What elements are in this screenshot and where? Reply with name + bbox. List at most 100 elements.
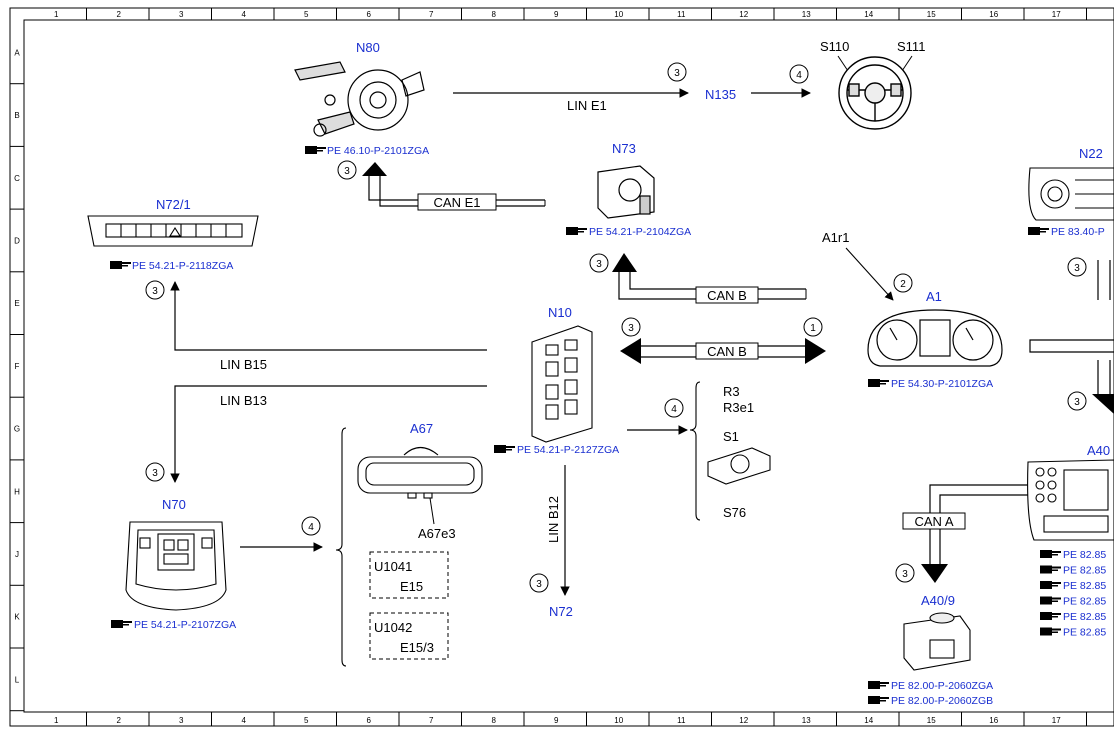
grid-row-label: J	[15, 550, 19, 559]
grid-column-label: 3	[179, 716, 184, 725]
grid-column-label: 8	[492, 716, 497, 725]
u1042-label: U1042	[374, 620, 412, 635]
n73-ref: PE 54.21-P-2104ZGA	[589, 226, 691, 238]
grid-row-label: C	[14, 174, 20, 183]
a40-ref: PE 82.85	[1063, 580, 1106, 592]
a40-ref: PE 82.85	[1063, 549, 1106, 561]
grid-column-label: 1	[54, 716, 59, 725]
grid-column-label: 13	[802, 10, 811, 19]
grid-row-label: B	[14, 111, 19, 120]
a40-9-ref-2: PE 82.00-P-2060ZGB	[891, 695, 993, 707]
a1-label: A1	[926, 289, 942, 304]
u1041-label: U1041	[374, 559, 412, 574]
u1041-sub: E15	[400, 579, 423, 594]
n80-ref: PE 46.10-P-2101ZGA	[327, 145, 429, 157]
svg-text:4: 4	[671, 404, 677, 415]
can-b-main-bus: CAN B	[620, 338, 826, 364]
lin-b15-label: LIN B15	[220, 357, 267, 372]
can-b-upper-label: CAN B	[707, 288, 747, 303]
grid-column-label: 4	[242, 716, 247, 725]
svg-text:3: 3	[152, 468, 158, 479]
svg-text:2: 2	[900, 279, 906, 290]
grid-column-label: 1	[54, 10, 59, 19]
u1041-box: U1041 E15	[369, 551, 449, 599]
callout-can-b-up: 3	[589, 253, 609, 273]
can-b-upper-bus: CAN B	[612, 253, 807, 304]
n135-label: N135	[705, 87, 736, 102]
r3e1-label: R3e1	[723, 400, 754, 415]
grid-column-label: 6	[367, 10, 372, 19]
n80-label: N80	[356, 40, 380, 55]
can-a-bus: CAN A	[902, 484, 1030, 583]
n72-1-label: N72/1	[156, 197, 191, 212]
n70-label: N70	[162, 497, 186, 512]
callout-n72: 3	[529, 573, 549, 593]
u1042-sub: E15/3	[400, 640, 434, 655]
grid-column-label: 5	[304, 716, 309, 725]
a40-9-label: A40/9	[921, 593, 955, 608]
callout-switches: 4	[664, 398, 684, 418]
grid-column-label: 10	[614, 10, 623, 19]
grid-column-label: 8	[492, 10, 497, 19]
svg-text:3: 3	[596, 259, 602, 270]
s110-label: S110	[820, 39, 849, 54]
grid-column-label: 9	[554, 10, 559, 19]
callout-steering: 4	[789, 64, 809, 84]
n22-ref: PE 83.40-P	[1051, 226, 1105, 238]
n22-label: N22	[1079, 146, 1103, 161]
grid-column-label: 14	[864, 716, 873, 725]
lin-b13-label: LIN B13	[220, 393, 267, 408]
grid-column-label: 15	[927, 10, 936, 19]
a40-label: A40	[1087, 443, 1110, 458]
s76-label: S76	[723, 505, 746, 520]
grid-column-label: 2	[117, 10, 122, 19]
n70-ref: PE 54.21-P-2107ZGA	[134, 619, 236, 631]
can-e1-label: CAN E1	[434, 195, 481, 210]
svg-text:3: 3	[674, 68, 680, 79]
callout-n135: 3	[667, 62, 687, 82]
grid-column-ticks: 1122334455667788991010111112121313141415…	[54, 8, 1087, 726]
grid-column-label: 14	[864, 10, 873, 19]
a40-9-illustration	[903, 612, 971, 671]
s1-label: S1	[723, 429, 739, 444]
n80-illustration	[294, 61, 425, 137]
grid-row-label: F	[15, 362, 20, 371]
grid-column-label: 12	[739, 10, 748, 19]
switches-brace	[689, 381, 701, 521]
a67-label: A67	[410, 421, 433, 436]
grid-row-label: D	[14, 236, 20, 245]
n10-ref: PE 54.21-P-2127ZGA	[517, 444, 619, 456]
lin-e1-label: LIN E1	[567, 98, 607, 113]
svg-text:3: 3	[1074, 397, 1080, 408]
grid-column-label: 4	[242, 10, 247, 19]
grid-column-label: 11	[677, 10, 686, 19]
svg-text:4: 4	[308, 522, 314, 533]
grid-column-label: 16	[989, 10, 998, 19]
callout-can-e1: 3	[337, 160, 357, 180]
svg-text:3: 3	[902, 569, 908, 580]
n72-1-illustration	[87, 215, 259, 247]
can-b-main-label: CAN B	[707, 344, 747, 359]
n72-label: N72	[549, 604, 573, 619]
right-side-bus	[1029, 260, 1114, 414]
s111-label: S111	[897, 39, 925, 54]
a67e3-label: A67e3	[418, 526, 456, 541]
n10-label: N10	[548, 305, 572, 320]
a67-group-brace	[335, 427, 347, 667]
n73-label: N73	[612, 141, 636, 156]
grid-column-label: 16	[989, 716, 998, 725]
a1-ref: PE 54.30-P-2101ZGA	[891, 378, 993, 390]
can-a-label: CAN A	[914, 514, 953, 529]
grid-column-label: 10	[614, 716, 623, 725]
grid-column-label: 17	[1052, 716, 1061, 725]
n80-module: N80 PE 46.10-P-2101ZGA	[294, 40, 429, 157]
svg-text:4: 4	[796, 70, 802, 81]
a67-illustration	[357, 446, 483, 499]
n73-illustration	[597, 165, 655, 219]
svg-text:3: 3	[536, 579, 542, 590]
r3-label: R3	[723, 384, 740, 399]
grid-column-label: 15	[927, 716, 936, 725]
grid-column-label: 11	[677, 716, 686, 725]
grid-row-label: G	[14, 425, 20, 434]
